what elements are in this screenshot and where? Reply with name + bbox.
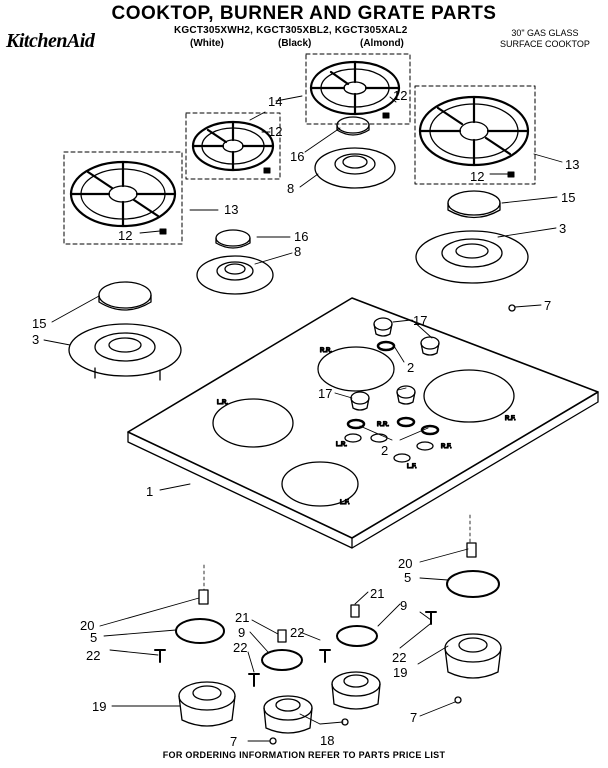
hole-left-front [281, 461, 359, 507]
knob-label-lr: L.R. [336, 442, 347, 448]
page-title: COOKTOP, BURNER AND GRATE PARTS [111, 3, 497, 24]
grate-right-rear [305, 53, 411, 125]
callout-21-left: 21 [235, 610, 249, 625]
product-line-2: SURFACE COOKTOP [500, 39, 590, 49]
callout-8-top: 8 [287, 181, 294, 196]
model-numbers: KGCT305XWH2, KGCT305XBL2, KGCT305XAL2 [174, 25, 408, 36]
callout-18: 18 [320, 733, 334, 748]
grate-right-front [414, 85, 536, 185]
callout-12-left-rear: 12 [268, 124, 282, 139]
brand-logo: KitchenAid [6, 30, 95, 52]
callout-13-right: 13 [565, 157, 579, 172]
burner-caps [98, 116, 501, 311]
hole-label-lf: L.F. [340, 500, 350, 506]
callout-22-center: 22 [290, 625, 304, 640]
callout-17-left: 17 [318, 386, 332, 401]
callout-12-right-rear: 12 [393, 88, 407, 103]
callout-16-mid: 16 [294, 229, 308, 244]
callout-12-right-front: 12 [470, 169, 484, 184]
callout-20-left: 20 [80, 618, 94, 633]
hole-label-rf: R.F. [505, 416, 516, 422]
glass-cooktop [127, 297, 599, 549]
grate-left-rear [185, 112, 281, 180]
knob-label-lf: L.F. [407, 464, 417, 470]
color-black: (Black) [278, 38, 312, 49]
callout-20-right: 20 [398, 556, 412, 571]
grate-left-front [63, 151, 183, 245]
leader-lines [43, 95, 563, 742]
hole-left-rear [212, 398, 294, 448]
lower-components [154, 304, 516, 745]
callout-15-right: 15 [561, 190, 575, 205]
callout-2-left: 2 [381, 443, 388, 458]
callout-7-bottom-right: 7 [410, 710, 417, 725]
callout-9-right: 9 [400, 598, 407, 613]
callout-22-right: 22 [392, 650, 406, 665]
callout-2-right: 2 [407, 360, 414, 375]
callout-9-left: 9 [238, 625, 245, 640]
callout-5-right: 5 [404, 570, 411, 585]
hole-right-front [423, 369, 515, 423]
ordering-footer: FOR ORDERING INFORMATION REFER TO PARTS … [162, 750, 446, 760]
callout-12-left-front: 12 [118, 228, 132, 243]
callout-19-left: 19 [92, 699, 106, 714]
callout-8-mid: 8 [294, 244, 301, 259]
color-almond: (Almond) [360, 38, 404, 49]
callout-16-top: 16 [290, 149, 304, 164]
callout-17-right: 17 [413, 313, 427, 328]
hole-label-lr: L.R. [217, 400, 228, 406]
callout-3-left: 3 [32, 332, 39, 347]
callout-15-left: 15 [32, 316, 46, 331]
hole-right-rear [317, 346, 395, 392]
product-description: 30" GAS GLASS SURFACE COOKTOP [500, 28, 590, 50]
grate-feet [159, 112, 515, 235]
callout-13-left: 13 [224, 202, 238, 217]
callout-22-left: 22 [86, 648, 100, 663]
callout-1: 1 [146, 484, 153, 499]
color-white: (White) [190, 38, 224, 49]
product-line-1: 30" GAS GLASS [511, 28, 579, 38]
callout-22-mid: 22 [233, 640, 247, 655]
hole-label-rr: R.R. [320, 348, 332, 354]
knob-label-rf: R.F. [441, 444, 452, 450]
callout-7-right: 7 [544, 298, 551, 313]
burner-bases [68, 147, 529, 381]
knob-label-rr: R.R. [377, 422, 389, 428]
callout-5-left: 5 [90, 630, 97, 645]
knobs [346, 317, 440, 436]
callout-7-bottom-left: 7 [230, 734, 237, 749]
callout-14: 14 [268, 94, 282, 109]
callout-21-right: 21 [370, 586, 384, 601]
callout-19-right: 19 [393, 665, 407, 680]
callout-numbers: 14 12 12 16 8 13 13 12 12 16 8 15 3 7 15… [32, 88, 579, 749]
callout-3-right: 3 [559, 221, 566, 236]
